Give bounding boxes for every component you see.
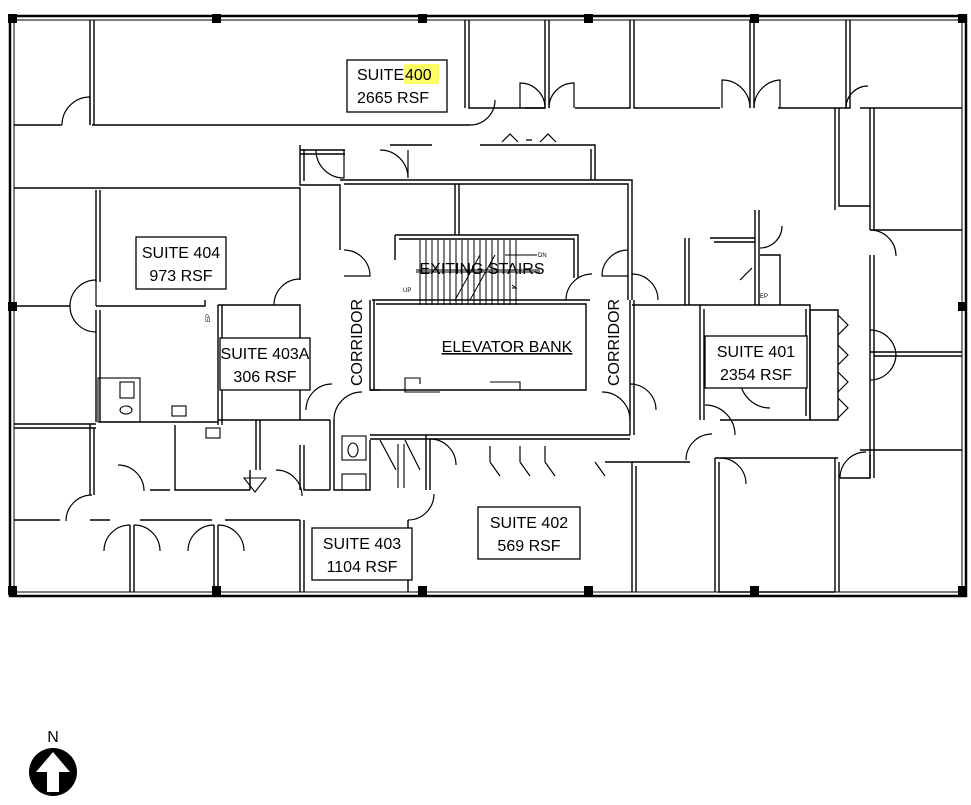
suite-area: 2354 RSF [720, 367, 792, 384]
suite-name: SUITE 402 [490, 515, 568, 532]
suite-area: 2665 RSF [357, 90, 429, 107]
suite-label-404: SUITE 404 973 RSF [135, 236, 227, 290]
ep-label-right: EP [760, 294, 768, 300]
suite-name: SUITE 403A [221, 346, 310, 363]
exterior-walls [8, 14, 968, 598]
stair-arrow [505, 254, 537, 289]
door-swings [61, 79, 897, 552]
elevator-bank-label: ELEVATOR BANK [442, 339, 573, 356]
suite-label-401: SUITE 401 2354 RSF [704, 335, 808, 389]
ep-label-left: EP [206, 314, 212, 322]
suite-area: 1104 RSF [327, 559, 398, 576]
stair-up-label: UP [403, 288, 411, 294]
exiting-stairs-label: EXITING STAIRS [419, 261, 544, 278]
suite-label-402: SUITE 402 569 RSF [477, 506, 581, 560]
north-label: N [47, 729, 59, 746]
suite-area: 569 RSF [497, 538, 560, 555]
restroom-fixtures [97, 377, 521, 493]
suite-area: 306 RSF [233, 369, 296, 386]
interior-walls [14, 20, 962, 593]
stair-dn-label: DN [538, 253, 547, 259]
suite-label-403a: SUITE 403A 306 RSF [219, 337, 311, 391]
suite-name: SUITE 403 [323, 536, 401, 553]
suite-area: 973 RSF [149, 268, 212, 285]
corridor-label-right: CORRIDOR [606, 299, 623, 386]
suite-name: SUITE [357, 67, 404, 84]
corridor-label-left: CORRIDOR [349, 299, 366, 386]
suite-number: 400 [405, 67, 432, 84]
north-arrow: N [29, 729, 77, 796]
north-arrow-icon [29, 748, 77, 796]
stair-treads [416, 240, 540, 305]
suite-label-400: SUITE 400 2665 RSF [346, 59, 448, 113]
suite-name: SUITE 401 [717, 344, 795, 361]
suite-name: SUITE 404 [142, 245, 220, 262]
suite-label-403: SUITE 403 1104 RSF [311, 527, 413, 581]
suite-number-highlight [404, 64, 439, 84]
